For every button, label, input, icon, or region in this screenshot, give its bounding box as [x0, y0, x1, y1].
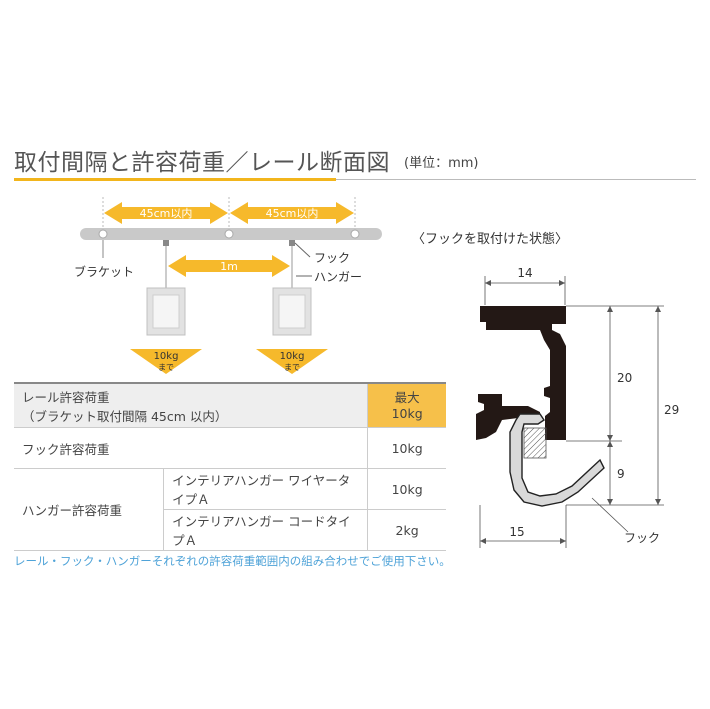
hook-profile	[509, 413, 605, 507]
bracket-label: ブラケット	[74, 264, 134, 279]
unit-label: (単位：mm)	[404, 156, 479, 171]
hanger-type-2: インテリアハンガー コードタイプＡ	[163, 509, 368, 551]
dim-15: 15	[509, 525, 524, 539]
rail-load-value-line1: 最大	[394, 389, 420, 405]
rail-load-label-line2: （ブラケット取付間隔 45cm 以内）	[22, 408, 228, 424]
bracket-point-1	[98, 229, 108, 239]
frame-1-inner	[152, 294, 180, 329]
table-row-hanger-1: ハンガー許容荷重 インテリアハンガー ワイヤータイプＡ 10kg	[14, 468, 446, 551]
title-underline-accent	[14, 178, 336, 181]
dim-9: 9	[617, 467, 625, 481]
page-title: 取付間隔と許容荷重／レール断面図	[14, 150, 390, 176]
hook-insert	[523, 427, 547, 459]
table-row-rail: レール許容荷重 （ブラケット取付間隔 45cm 以内） 最大 10kg	[14, 382, 446, 428]
span-label-2: 45cm以内	[266, 206, 319, 220]
rail-load-value: 最大 10kg	[367, 382, 446, 428]
bracket-point-2	[224, 229, 234, 239]
hanger-value-2: 2kg	[367, 509, 446, 551]
section-hook-label: フック	[624, 531, 660, 545]
rail-load-value-line2: 10kg	[391, 405, 423, 421]
load-sub-1: まで	[158, 363, 174, 372]
load-sub-2: まで	[284, 363, 300, 372]
span-arrow-2	[230, 202, 354, 224]
section-caption: 〈フックを取付けた状態〉	[412, 231, 568, 247]
load-table: レール許容荷重 （ブラケット取付間隔 45cm 以内） 最大 10kg フック許…	[14, 382, 446, 551]
title-bar: 取付間隔と許容荷重／レール断面図 (単位：mm)	[14, 143, 696, 183]
hook-load-label: フック許容荷重	[14, 427, 368, 469]
usage-note: レール・フック・ハンガーそれぞれの許容荷重範囲内の組み合わせでご使用下さい。	[14, 554, 451, 568]
guide-lines	[102, 197, 356, 284]
hanger-type-1: インテリアハンガー ワイヤータイプＡ	[163, 468, 368, 510]
load-label-2: 10kg	[280, 351, 305, 362]
rail-load-label-line1: レール許容荷重	[22, 389, 110, 405]
dimension-arrowheads	[480, 280, 661, 544]
hook-leader	[591, 497, 629, 533]
table-row-hook: フック許容荷重 10kg	[14, 427, 446, 469]
span-label-1: 45cm以内	[140, 206, 193, 220]
frame-2-inner	[278, 294, 306, 329]
dim-14: 14	[517, 266, 532, 280]
hook-pointer	[294, 242, 311, 258]
hook-1	[163, 240, 169, 246]
spacing-arrow	[168, 255, 290, 277]
load-label-1: 10kg	[154, 351, 179, 362]
hook-label: フック	[314, 251, 350, 265]
dim-29: 29	[664, 403, 679, 417]
title-underline	[336, 179, 696, 180]
load-arrow-2	[256, 349, 328, 374]
dim-20: 20	[617, 371, 632, 385]
spacing-label: 1m	[220, 260, 238, 273]
rail-profile	[476, 306, 566, 440]
table-row-hanger-2: インテリアハンガー コードタイプＡ 2kg	[14, 509, 446, 551]
hook-2	[289, 240, 295, 246]
hanger-label: ハンガー	[314, 270, 362, 284]
span-arrow-1	[104, 202, 228, 224]
bracket-point-3	[350, 229, 360, 239]
dimension-lines	[479, 276, 664, 548]
hanger-value-1: 10kg	[367, 468, 446, 510]
load-arrow-1	[130, 349, 202, 374]
hanger-load-label: ハンガー許容荷重	[14, 468, 164, 551]
hook-load-value: 10kg	[367, 427, 446, 469]
rail-load-label: レール許容荷重 （ブラケット取付間隔 45cm 以内）	[14, 382, 368, 428]
